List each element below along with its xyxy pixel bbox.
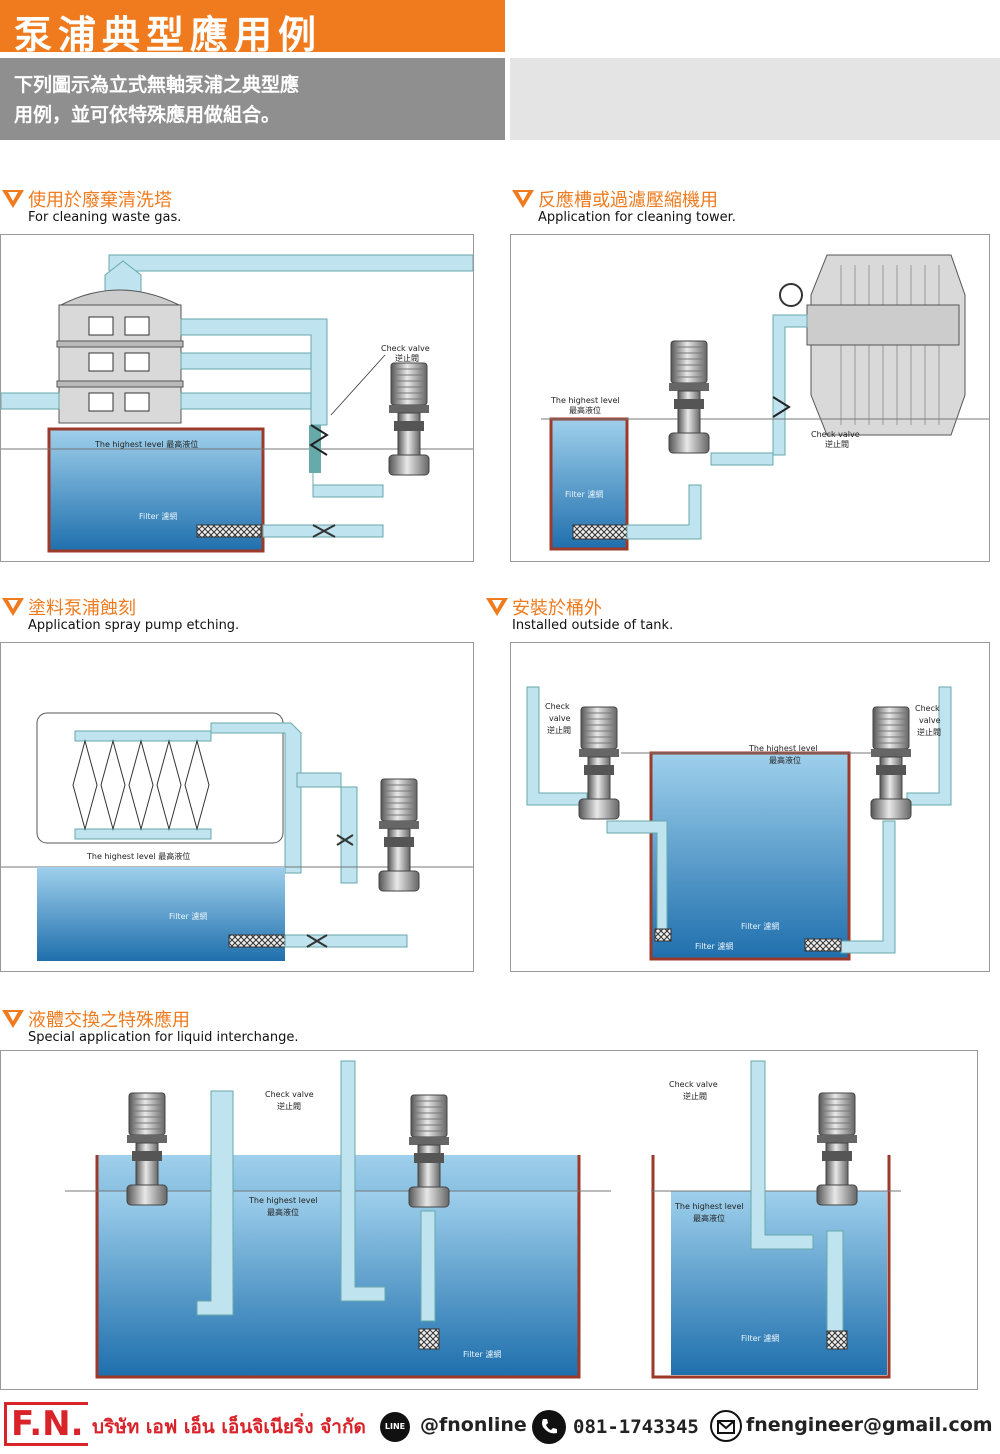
valve-label-2: valve <box>919 716 941 725</box>
check-valve-label: Check valve <box>811 430 860 439</box>
highest-level-label: The highest level <box>550 396 620 405</box>
highest-level-label: The highest level 最高液位 <box>86 851 190 861</box>
diagram-cleaning-tower: The highest level 最高液位 Filter 濾網 Check v… <box>510 234 990 562</box>
company-logo: F.N. <box>4 1402 88 1446</box>
intro-gray-box <box>510 58 1000 140</box>
filter-label-2: Filter 濾網 <box>741 1333 779 1343</box>
line-id-link[interactable]: @fnonline <box>420 1414 527 1436</box>
diagram-spray-etching: The highest level 最高液位 Filter 濾網 <box>0 642 474 972</box>
highest-level-label-2: The highest level <box>674 1202 744 1211</box>
phone-icon <box>532 1410 566 1444</box>
check-valve-zh-label: 逆止閥 <box>277 1101 301 1111</box>
footer-contact-bar: F.N. บริษัท เอฟ เอ็น เอ็นจิเนียริ่ง จำกั… <box>0 1398 1000 1454</box>
filter-label: Filter 濾網 <box>139 511 177 521</box>
chevron-down-icon <box>486 598 508 616</box>
company-name: บริษัท เอฟ เอ็น เอ็นจิเนียริ่ง จำกัด <box>92 1416 366 1438</box>
chevron-down-icon <box>2 598 24 616</box>
check-valve-zh-label: 逆止閥 <box>825 439 849 449</box>
section-title-zh: 反應槽或過濾壓縮機用 <box>538 190 718 211</box>
check-valve-label: Check valve <box>265 1090 314 1099</box>
filter-label-2: Filter 濾網 <box>741 921 779 931</box>
highest-level-label: The highest level <box>748 744 818 753</box>
chevron-down-icon <box>512 190 534 208</box>
chevron-down-icon <box>2 190 24 208</box>
check-label-2: Check <box>915 704 940 713</box>
intro-line-1: 下列圖示為立式無軸泵浦之典型應 <box>14 74 300 96</box>
filter-label: Filter 濾網 <box>463 1349 501 1359</box>
check-valve-zh-label-2: 逆止閥 <box>683 1091 707 1101</box>
highest-level-zh-label-2: 最高液位 <box>693 1213 725 1223</box>
valve-label: valve <box>549 714 571 723</box>
check-valve-label: Check valve <box>381 344 430 353</box>
highest-level-zh-label: 最高液位 <box>769 755 801 765</box>
section-title-en: Special application for liquid interchan… <box>28 1030 299 1045</box>
highest-level-zh-label: 最高液位 <box>569 405 601 415</box>
section-title-en: Application for cleaning tower. <box>538 210 736 225</box>
phone-number-link[interactable]: 081-1743345 <box>573 1416 699 1438</box>
highest-level-label: The highest level 最高液位 <box>94 439 198 449</box>
intro-box: 下列圖示為立式無軸泵浦之典型應 用例，並可依特殊應用做組合。 <box>0 58 505 140</box>
section-title-en: For cleaning waste gas. <box>28 210 182 225</box>
diagram-liquid-interchange: Check valve 逆止閥 The highest level 最高液位 F… <box>0 1050 978 1390</box>
check-valve-zh-label: 逆止閥 <box>547 725 571 735</box>
mail-icon <box>710 1410 742 1442</box>
section-title-en: Application spray pump etching. <box>28 618 240 633</box>
email-link[interactable]: fnengineer@gmail.com <box>746 1414 993 1436</box>
section-title-zh: 塗料泵浦蝕刻 <box>28 598 136 619</box>
diagram-outside-tank: The highest level 最高液位 Check valve 逆止閥 F… <box>510 642 990 972</box>
line-app-icon: LINE <box>380 1412 410 1442</box>
intro-line-2: 用例，並可依特殊應用做組合。 <box>14 104 281 126</box>
filter-label: Filter 濾網 <box>169 911 207 921</box>
check-label: Check <box>545 702 570 711</box>
check-valve-label-2: Check valve <box>669 1080 718 1089</box>
section-title-zh: 安裝於桶外 <box>512 598 602 619</box>
chevron-down-icon <box>2 1010 24 1028</box>
highest-level-label: The highest level <box>248 1196 318 1205</box>
filter-label: Filter 濾網 <box>565 489 603 499</box>
page-title: 泵浦典型應用例 <box>14 13 323 57</box>
check-valve-zh-label: 逆止閥 <box>395 353 419 363</box>
title-bar: 泵浦典型應用例 <box>0 0 505 57</box>
section-title-en: Installed outside of tank. <box>512 618 674 633</box>
diagram-waste-gas-scrubber: The highest level 最高液位 Filter 濾網 Check v… <box>0 234 474 562</box>
check-valve-zh-label-2: 逆止閥 <box>917 727 941 737</box>
highest-level-zh-label: 最高液位 <box>267 1207 299 1217</box>
section-title-zh: 使用於廢棄清洗塔 <box>28 190 172 211</box>
filter-label: Filter 濾網 <box>695 941 733 951</box>
section-title-zh: 液體交換之特殊應用 <box>28 1010 190 1031</box>
